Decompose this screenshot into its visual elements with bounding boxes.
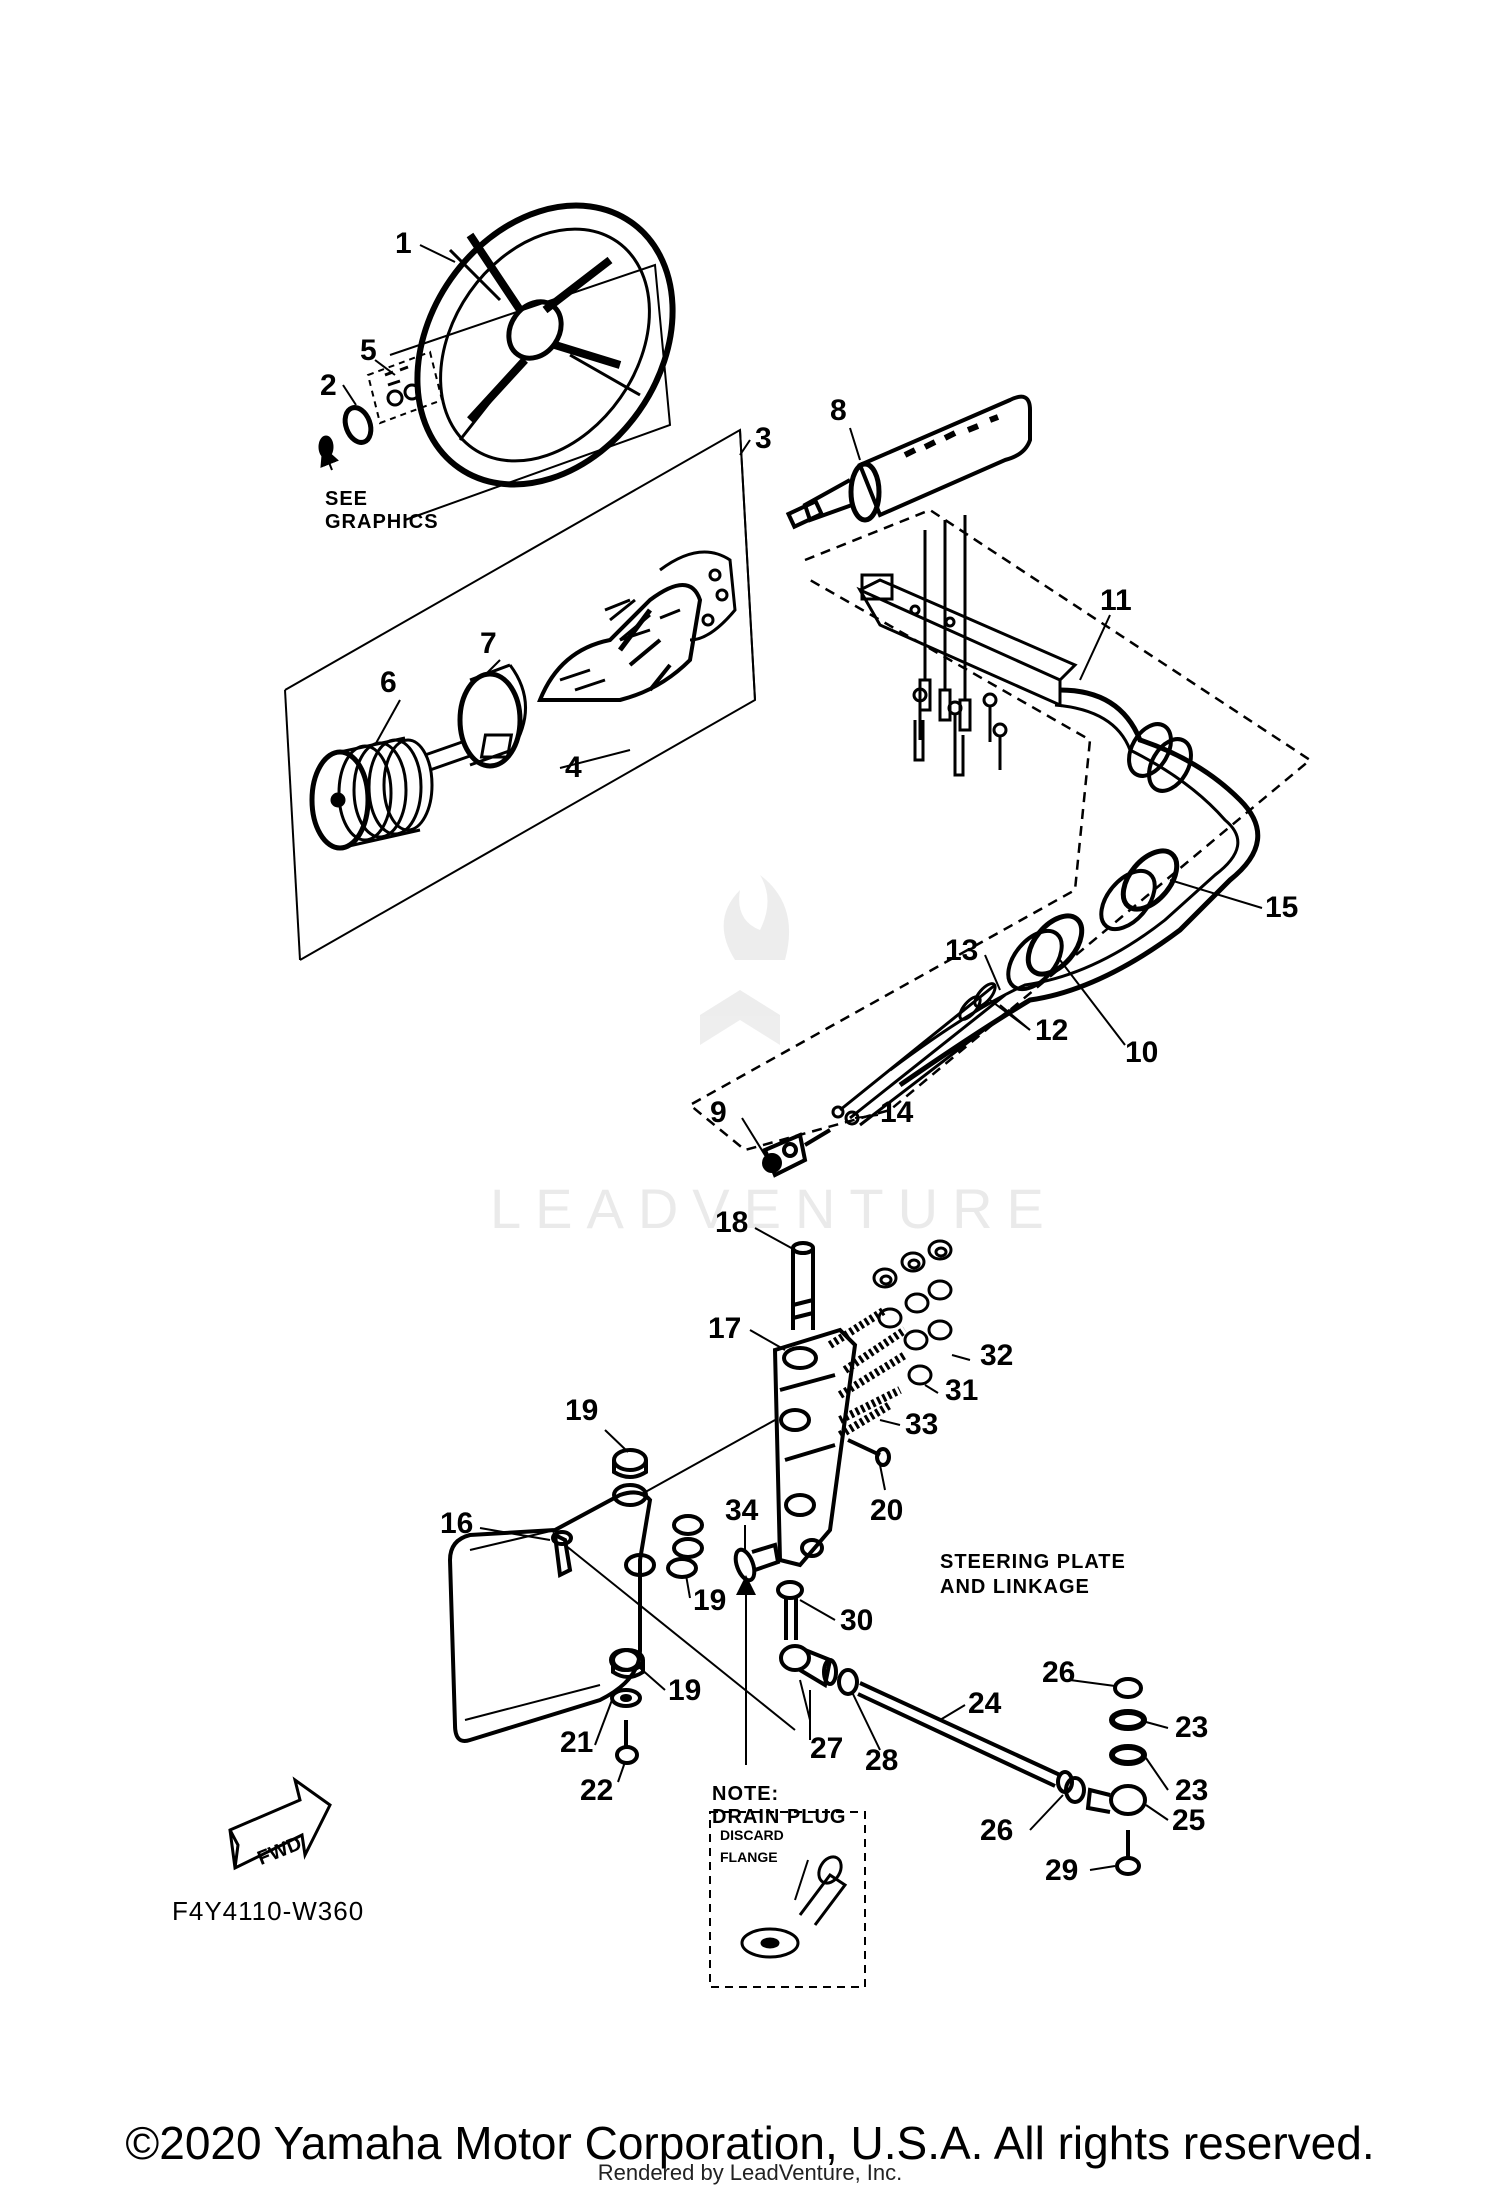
callout-13[interactable]: 13 (945, 934, 978, 967)
callout-labels: 1 2 3 4 5 6 7 8 9 10 11 12 13 14 15 16 1… (320, 227, 1298, 1887)
callout-6[interactable]: 6 (380, 666, 397, 699)
callout-27[interactable]: 27 (810, 1732, 843, 1765)
callout-26-bottom[interactable]: 26 (980, 1814, 1013, 1847)
rendered-by-notice: Rendered by LeadVenture, Inc. (597, 2160, 903, 2185)
callout-1[interactable]: 1 (395, 227, 412, 260)
callout-17[interactable]: 17 (708, 1312, 741, 1345)
diagram-canvas: LEADVENTURE (172, 202, 1313, 1988)
fwd-arrow-icon (228, 1776, 332, 1871)
callout-14[interactable]: 14 (880, 1096, 914, 1129)
callout-19-middle[interactable]: 19 (693, 1584, 726, 1617)
callout-32[interactable]: 32 (980, 1339, 1013, 1372)
callout-16[interactable]: 16 (440, 1507, 473, 1540)
callout-31[interactable]: 31 (945, 1374, 978, 1407)
rod-end-parts (1085, 1677, 1147, 1876)
section-title-line2: AND LINKAGE (940, 1576, 1090, 1598)
note-line2: DRAIN PLUG (712, 1806, 846, 1828)
studs (827, 1306, 908, 1439)
callout-11[interactable]: 11 (1100, 584, 1132, 617)
callout-19-top[interactable]: 19 (565, 1394, 598, 1427)
steering-plate (447, 1483, 656, 1743)
discard-line2: FLANGE (720, 1849, 778, 1865)
washer-bolt-21-22 (610, 1688, 642, 1765)
callout-24[interactable]: 24 (968, 1687, 1002, 1720)
leader-lines (342, 244, 1263, 1871)
steering-wheel (414, 202, 676, 488)
callout-18[interactable]: 18 (715, 1206, 748, 1239)
callout-8[interactable]: 8 (830, 394, 847, 427)
bushings (611, 1448, 704, 1679)
fwd-label: FWD (254, 1832, 304, 1869)
see-graphics-line2: GRAPHICS (325, 511, 439, 533)
steering-arm (772, 1327, 858, 1568)
mount-bolts (912, 687, 1008, 770)
tie-rod (857, 1681, 1086, 1804)
callout-20[interactable]: 20 (870, 1494, 903, 1527)
cable-end-fitting (762, 1128, 832, 1178)
see-graphics-line1: SEE (325, 488, 368, 510)
callout-15[interactable]: 15 (1265, 891, 1298, 924)
callout-19-bottom[interactable]: 19 (668, 1674, 701, 1707)
callout-5[interactable]: 5 (360, 334, 377, 367)
callout-10[interactable]: 10 (1125, 1036, 1158, 1069)
callout-25[interactable]: 25 (1172, 1804, 1205, 1837)
note-line1: NOTE: (712, 1783, 779, 1805)
callout-33[interactable]: 33 (905, 1408, 938, 1441)
flange-illustration (740, 1855, 848, 1959)
watermark: LEADVENTURE (490, 875, 1058, 1240)
callout-7[interactable]: 7 (480, 627, 497, 660)
callout-9[interactable]: 9 (710, 1096, 727, 1129)
helm-unit (785, 394, 1032, 530)
callout-23-top[interactable]: 23 (1175, 1711, 1208, 1744)
ball-joint (779, 1644, 838, 1689)
callout-23-bottom[interactable]: 23 (1175, 1774, 1208, 1807)
callout-22[interactable]: 22 (580, 1774, 613, 1807)
callout-3[interactable]: 3 (755, 422, 772, 455)
nut-28 (837, 1668, 859, 1696)
watermark-text: LEADVENTURE (490, 1177, 1058, 1240)
callout-4[interactable]: 4 (565, 751, 582, 784)
callout-29[interactable]: 29 (1045, 1854, 1078, 1887)
drain-plug (733, 1542, 781, 1583)
callout-2[interactable]: 2 (320, 369, 337, 402)
hub-assembly (309, 550, 737, 851)
diagram-reference: F4Y4110-W360 (172, 1896, 364, 1926)
callout-26-top[interactable]: 26 (1042, 1656, 1075, 1689)
callout-12[interactable]: 12 (1035, 1014, 1068, 1047)
nut-washer-parts (318, 350, 444, 459)
callout-34[interactable]: 34 (725, 1494, 759, 1527)
callout-21[interactable]: 21 (560, 1726, 593, 1759)
callout-28[interactable]: 28 (865, 1744, 898, 1777)
cable-harness (831, 687, 1261, 1127)
bolt-20 (847, 1438, 891, 1467)
discard-line1: DISCARD (720, 1827, 784, 1843)
copyright-notice: ©2020 Yamaha Motor Corporation, U.S.A. A… (125, 2117, 1375, 2169)
bolt-30 (776, 1580, 804, 1640)
callout-30[interactable]: 30 (840, 1604, 873, 1637)
control-box (856, 515, 1078, 777)
nuts-washers (872, 1239, 953, 1386)
note-box (709, 1811, 866, 1988)
section-title-line1: STEERING PLATE (940, 1551, 1126, 1573)
steering-rod (791, 1241, 815, 1330)
